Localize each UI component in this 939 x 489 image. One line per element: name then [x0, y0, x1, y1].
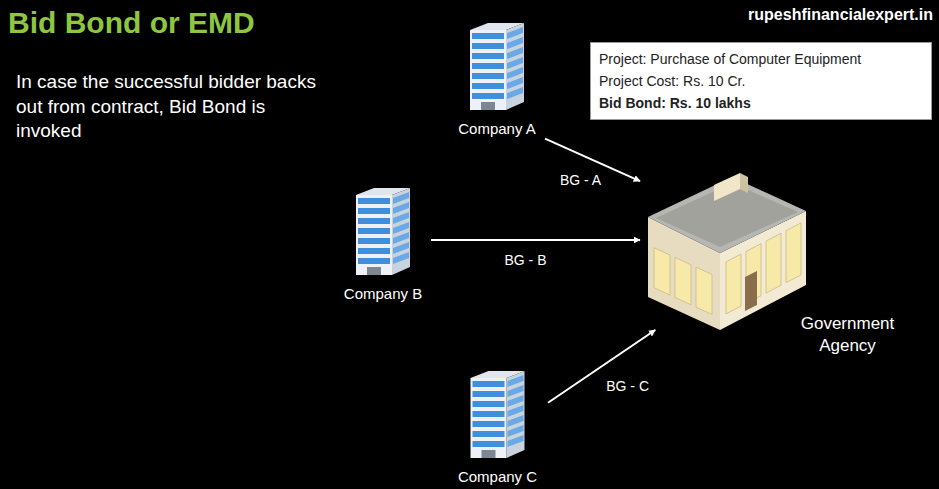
window-band — [473, 401, 505, 407]
building-icon — [471, 371, 525, 458]
building-entrance — [367, 267, 381, 275]
info-line: Project: Purchase of Computer Equipment — [599, 48, 923, 70]
building-front — [470, 30, 506, 110]
building-front — [471, 378, 507, 458]
agency-node: Government Agency — [640, 145, 810, 330]
window-band — [507, 37, 523, 49]
edge-label: BG - C — [603, 377, 652, 395]
window-band — [507, 47, 523, 59]
title: Bid Bond or EMD — [8, 6, 255, 40]
window-band — [393, 212, 409, 224]
window-band — [393, 202, 409, 214]
door — [745, 271, 757, 311]
window — [675, 257, 691, 304]
building-icon — [356, 188, 410, 275]
window — [696, 267, 712, 314]
government-building — [648, 173, 806, 330]
window-band — [393, 192, 409, 204]
building-icon — [470, 23, 524, 110]
window-band — [358, 258, 390, 264]
building-side — [506, 23, 524, 110]
building-entrance — [482, 450, 496, 458]
window-band — [508, 385, 524, 397]
window-band — [473, 391, 505, 397]
bank-guarantee-arrow — [548, 330, 655, 403]
building-side — [507, 371, 525, 458]
node-label: Company A — [449, 120, 545, 137]
window — [786, 223, 801, 283]
window-band — [358, 218, 390, 224]
window-band — [473, 421, 505, 427]
edge-label: BG - A — [557, 171, 604, 189]
icon — [449, 20, 545, 116]
window-band — [393, 242, 409, 254]
bank-guarantee-arrow — [431, 239, 640, 241]
roof-sign — [714, 173, 740, 201]
window-band — [358, 208, 390, 214]
window — [766, 233, 781, 293]
window-band — [473, 431, 505, 437]
window-band — [473, 381, 505, 387]
window-band — [472, 63, 504, 69]
node-label: Company B — [335, 285, 431, 302]
company-node: Company A — [449, 20, 545, 142]
icon — [335, 185, 431, 281]
window-band — [508, 405, 524, 417]
window-band — [472, 43, 504, 49]
window-band — [358, 248, 390, 254]
window-band — [507, 67, 523, 79]
edge-label: BG - B — [501, 251, 549, 269]
window-band — [358, 238, 390, 244]
info-box: Project: Purchase of Computer EquipmentP… — [590, 42, 932, 120]
note-text: In case the successful bidder backs out … — [16, 70, 334, 144]
company-node: Company C — [447, 368, 548, 484]
info-line: Project Cost: Rs. 10 Cr. — [599, 70, 923, 92]
roof-sign — [740, 173, 748, 193]
window-band — [472, 83, 504, 89]
window-band — [393, 252, 409, 264]
window-band — [508, 435, 524, 447]
node-label: Company C — [447, 468, 548, 485]
info-line: Bid Bond: Rs. 10 lakhs — [599, 92, 923, 114]
window-band — [508, 395, 524, 407]
building-entrance — [481, 102, 495, 110]
window-band — [507, 87, 523, 99]
building-side — [392, 188, 410, 275]
window-band — [507, 77, 523, 89]
window-band — [472, 73, 504, 79]
window-band — [508, 425, 524, 437]
window-band — [508, 375, 524, 387]
window-band — [473, 411, 505, 417]
icon — [447, 368, 548, 464]
node-label: Government Agency — [785, 313, 910, 357]
company-node: Company B — [335, 185, 431, 303]
watermark: rupeshfinancialexpert.in — [748, 6, 933, 24]
window — [726, 254, 741, 314]
icon — [640, 145, 810, 330]
window-band — [472, 33, 504, 39]
window-band — [472, 93, 504, 99]
window-band — [473, 441, 505, 447]
window-band — [393, 222, 409, 234]
window-band — [358, 228, 390, 234]
window-band — [393, 232, 409, 244]
window-band — [507, 27, 523, 39]
window-band — [358, 198, 390, 204]
window — [654, 248, 670, 295]
window-band — [507, 57, 523, 69]
window-band — [472, 53, 504, 59]
building-front — [356, 195, 392, 275]
window-band — [508, 415, 524, 427]
